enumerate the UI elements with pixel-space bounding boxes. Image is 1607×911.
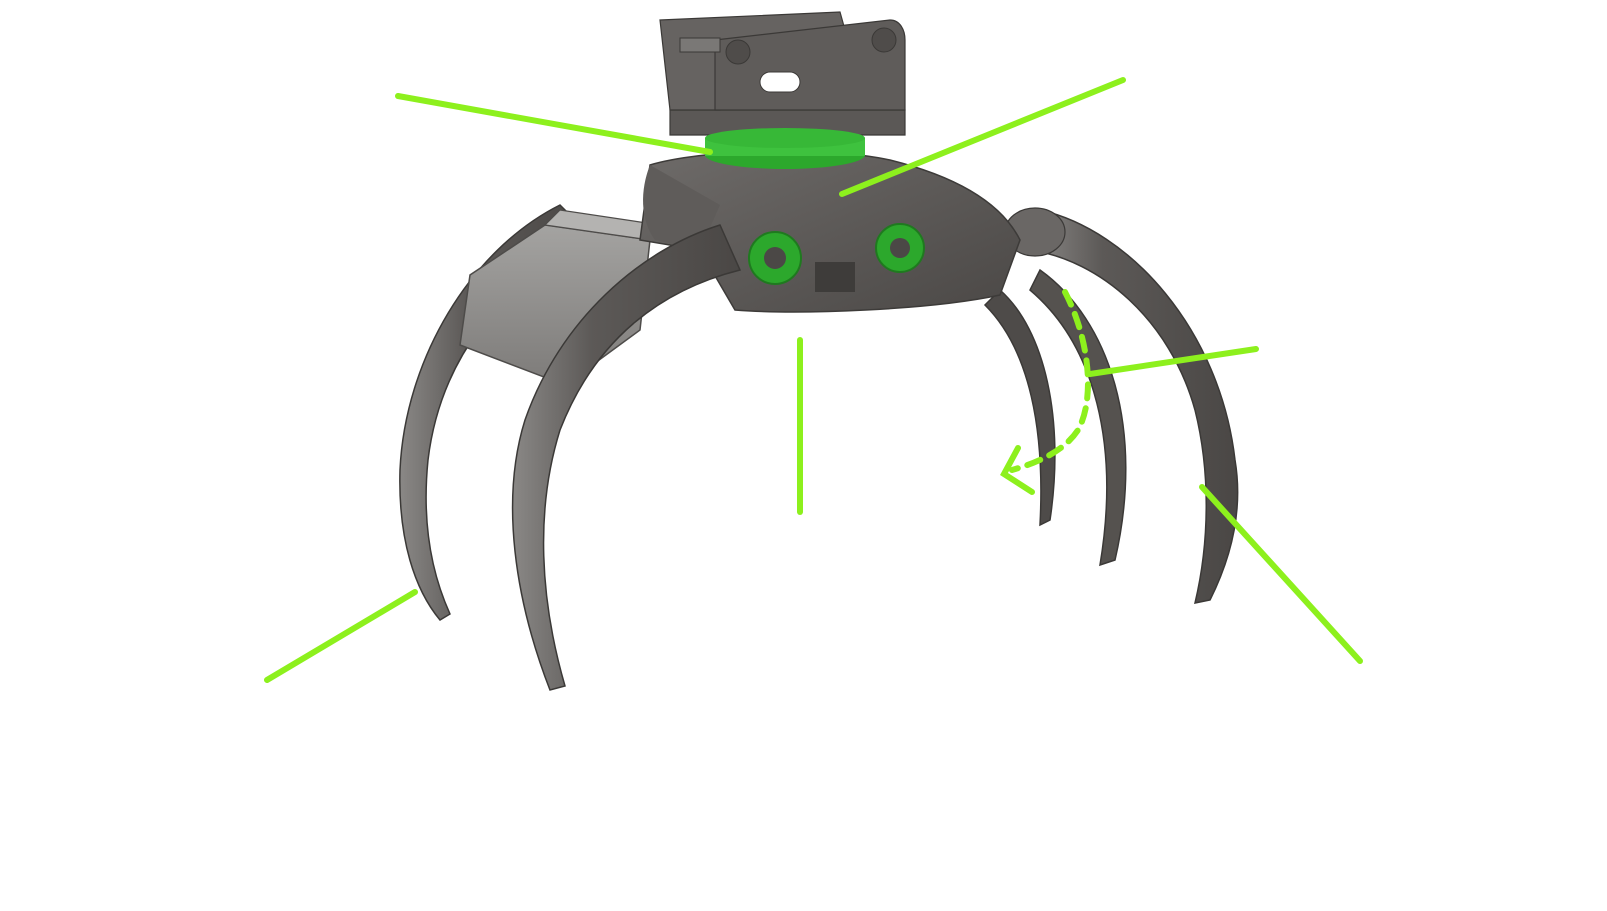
center-bracket [815, 262, 855, 292]
leader-line-rotator [395, 93, 713, 155]
mounting-bracket [659, 11, 906, 136]
pivot-pin-right-icon [875, 223, 925, 273]
leader-lines [264, 77, 1363, 683]
leader-line-tine-rotation [1087, 346, 1259, 377]
leader-line-right-tine [1199, 484, 1363, 664]
left-front-tine [511, 224, 742, 691]
tine-rotation-arrow-icon [1000, 289, 1091, 495]
rotator-ring-icon [705, 128, 865, 169]
pivot-pin-left-icon [748, 231, 802, 285]
right-front-tine [1004, 207, 1239, 604]
leader-line-housing [839, 77, 1126, 197]
right-rear-tine [983, 288, 1056, 527]
leader-line-left-tine [264, 589, 418, 683]
